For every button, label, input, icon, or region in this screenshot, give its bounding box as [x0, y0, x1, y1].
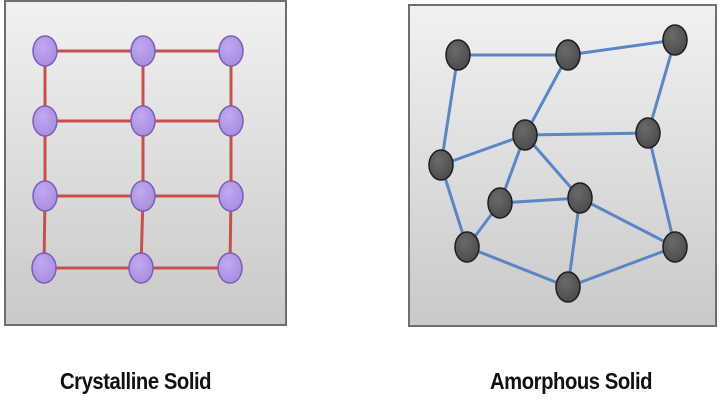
atom-node — [428, 149, 454, 181]
crystalline-lattice-graphic — [4, 0, 287, 326]
amorphous-network-graphic — [408, 4, 717, 327]
bond-line — [440, 133, 526, 167]
bond-line — [646, 39, 677, 134]
amorphous-solid-caption: Amorphous Solid — [490, 368, 653, 394]
crystalline-solid-caption: Crystalline Solid — [60, 368, 212, 394]
bond-line — [523, 54, 570, 136]
crystalline-solid-diagram — [0, 0, 300, 340]
atom-node — [130, 105, 156, 137]
atom-node — [487, 187, 513, 219]
atom-node — [218, 180, 244, 212]
bond-line — [579, 196, 676, 249]
atom-node — [218, 105, 244, 137]
atom-node — [128, 252, 154, 284]
bond-line — [567, 38, 676, 57]
atom-node — [567, 182, 593, 214]
atom-node — [130, 180, 156, 212]
atom-node — [32, 35, 58, 67]
atom-node — [662, 231, 688, 263]
atom-node — [130, 35, 156, 67]
atom-node — [454, 231, 480, 263]
atom-node — [31, 252, 57, 284]
bond-line — [524, 131, 649, 137]
atom-node — [635, 117, 661, 149]
bond-line — [567, 245, 676, 289]
atom-node — [32, 180, 58, 212]
bond-line — [466, 245, 569, 289]
bond-line — [499, 196, 581, 205]
atom-node — [555, 271, 581, 303]
atom-node — [218, 35, 244, 67]
atom-node — [662, 24, 688, 56]
bond-line — [646, 132, 677, 248]
atom-node — [217, 252, 243, 284]
atom-node — [445, 39, 471, 71]
atom-node — [555, 39, 581, 71]
atom-node — [512, 119, 538, 151]
bond-line — [439, 54, 460, 166]
amorphous-solid-diagram — [408, 4, 717, 327]
atom-node — [32, 105, 58, 137]
